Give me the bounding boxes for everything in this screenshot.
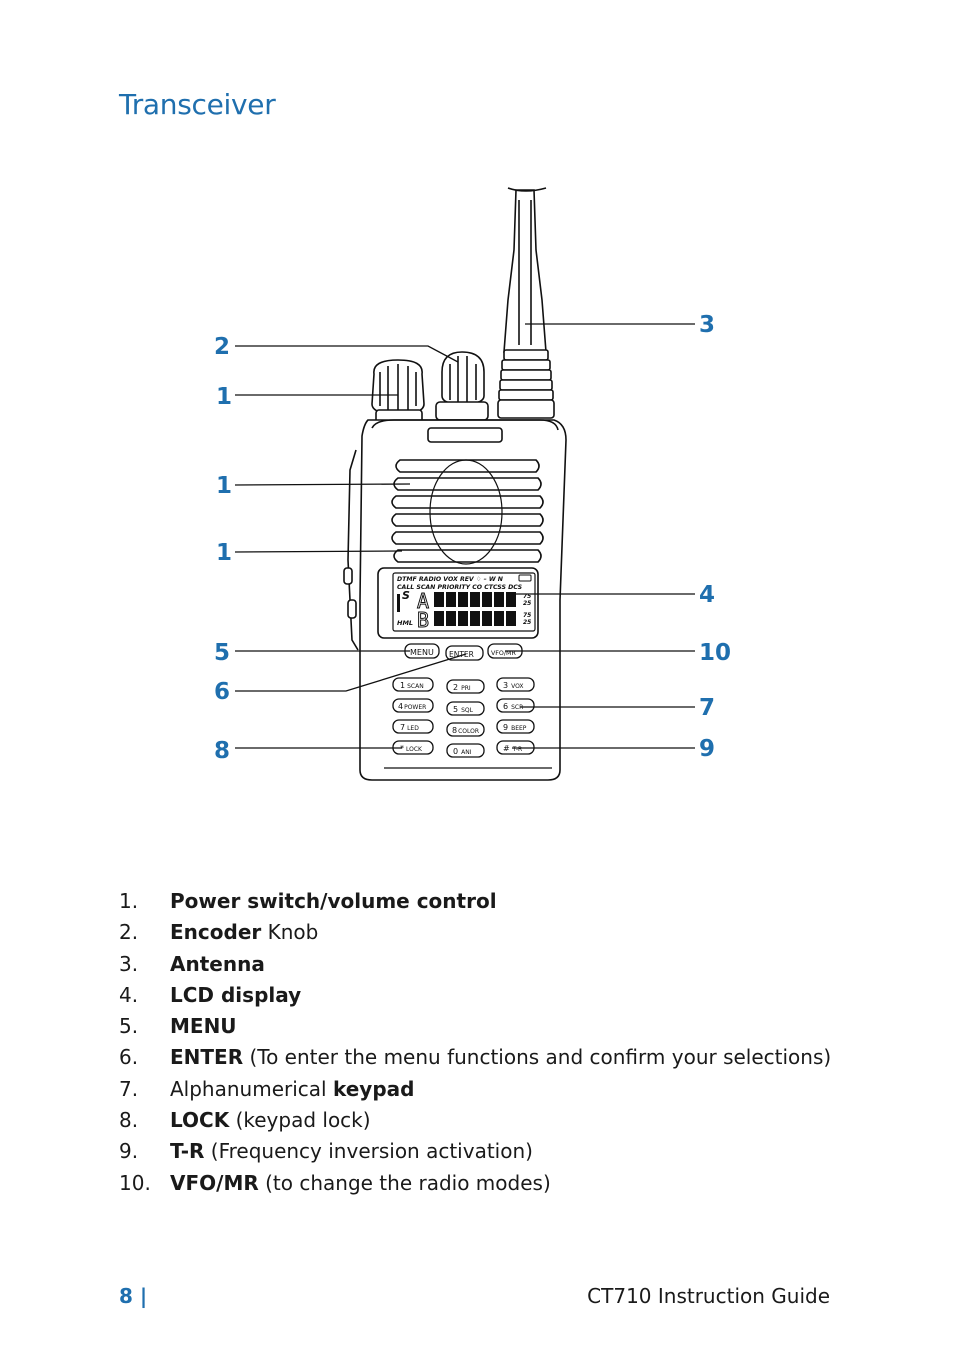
callout-7: 7: [699, 695, 715, 721]
lcd-step-b1: 75: [523, 612, 531, 619]
list-item: 6.ENTER (To enter the menu functions and…: [119, 1045, 832, 1070]
lcd-line-b: B: [417, 608, 429, 632]
svg-text:#T-R: #T-R: [503, 744, 522, 753]
list-item: 7.Alphanumerical keypad: [119, 1076, 415, 1101]
parts-list: 1.Power switch/volume control 2.Encoder …: [119, 886, 831, 1199]
lcd-step-b2: 25: [523, 619, 531, 626]
leader-lines: [234, 323, 695, 749]
callout-3: 3: [699, 312, 715, 338]
list-item: 3.Antenna: [119, 951, 265, 976]
menu-button-label: MENU: [410, 648, 434, 657]
page-title: Transceiver: [119, 88, 276, 121]
callout-8: 8: [214, 738, 230, 764]
callout-1a: 1: [216, 384, 232, 410]
callout-6: 6: [214, 679, 230, 705]
lcd-hml-label: HML: [397, 619, 413, 627]
svg-text:4POWER: 4POWER: [398, 702, 426, 711]
list-item: 9.T-R (Frequency inversion activation): [119, 1139, 533, 1164]
callout-1c: 1: [216, 540, 232, 566]
antenna: [503, 189, 547, 353]
lcd-segments: [397, 592, 516, 626]
battery-icon: [518, 574, 532, 582]
speaker-grille: [391, 459, 544, 565]
list-item: 4.LCD display: [119, 982, 302, 1007]
lcd-second-row: CALL SCAN PRIORITY CO CTCSS DCS: [397, 584, 523, 591]
vfo-button-label: VFO/MR: [491, 650, 516, 657]
svg-text:*LOCK: *LOCK: [400, 744, 423, 753]
enter-button[interactable]: [445, 645, 484, 661]
list-item: 2.Encoder Knob: [119, 920, 319, 945]
list-item: 10.VFO/MR (to change the radio modes): [119, 1170, 551, 1195]
callout-5: 5: [214, 640, 230, 666]
lcd-top-row: DTMF RADIO VOX REV ♢ – W N: [397, 576, 504, 583]
lcd-step-a1: 75: [523, 593, 531, 600]
callout-10: 10: [699, 640, 731, 666]
encoder-knob: [435, 351, 489, 421]
lcd-s-label: S: [402, 589, 410, 602]
list-item: 5.MENU: [119, 1014, 237, 1039]
list-item: 1.Power switch/volume control: [119, 889, 497, 913]
antenna-base: [497, 349, 555, 419]
svg-text:8COLOR: 8COLOR: [452, 726, 479, 735]
list-item: 8.LOCK (keypad lock): [119, 1108, 371, 1133]
callout-2: 2: [214, 334, 230, 360]
keypad: [392, 677, 535, 758]
callout-1b: 1: [216, 473, 232, 499]
lcd-step-a2: 25: [523, 600, 531, 607]
page-number: 8 |: [119, 1284, 148, 1308]
document-title: CT710 Instruction Guide: [587, 1284, 830, 1308]
callout-9: 9: [699, 736, 715, 762]
volume-knob: [371, 359, 425, 425]
callout-4: 4: [699, 582, 715, 608]
enter-button-label: ENTER: [449, 650, 474, 659]
lcd-line-a: A: [417, 589, 429, 613]
transceiver-illustration: DTMF RADIO VOX REV ♢ – W N CALL SCAN PRI…: [214, 187, 731, 781]
